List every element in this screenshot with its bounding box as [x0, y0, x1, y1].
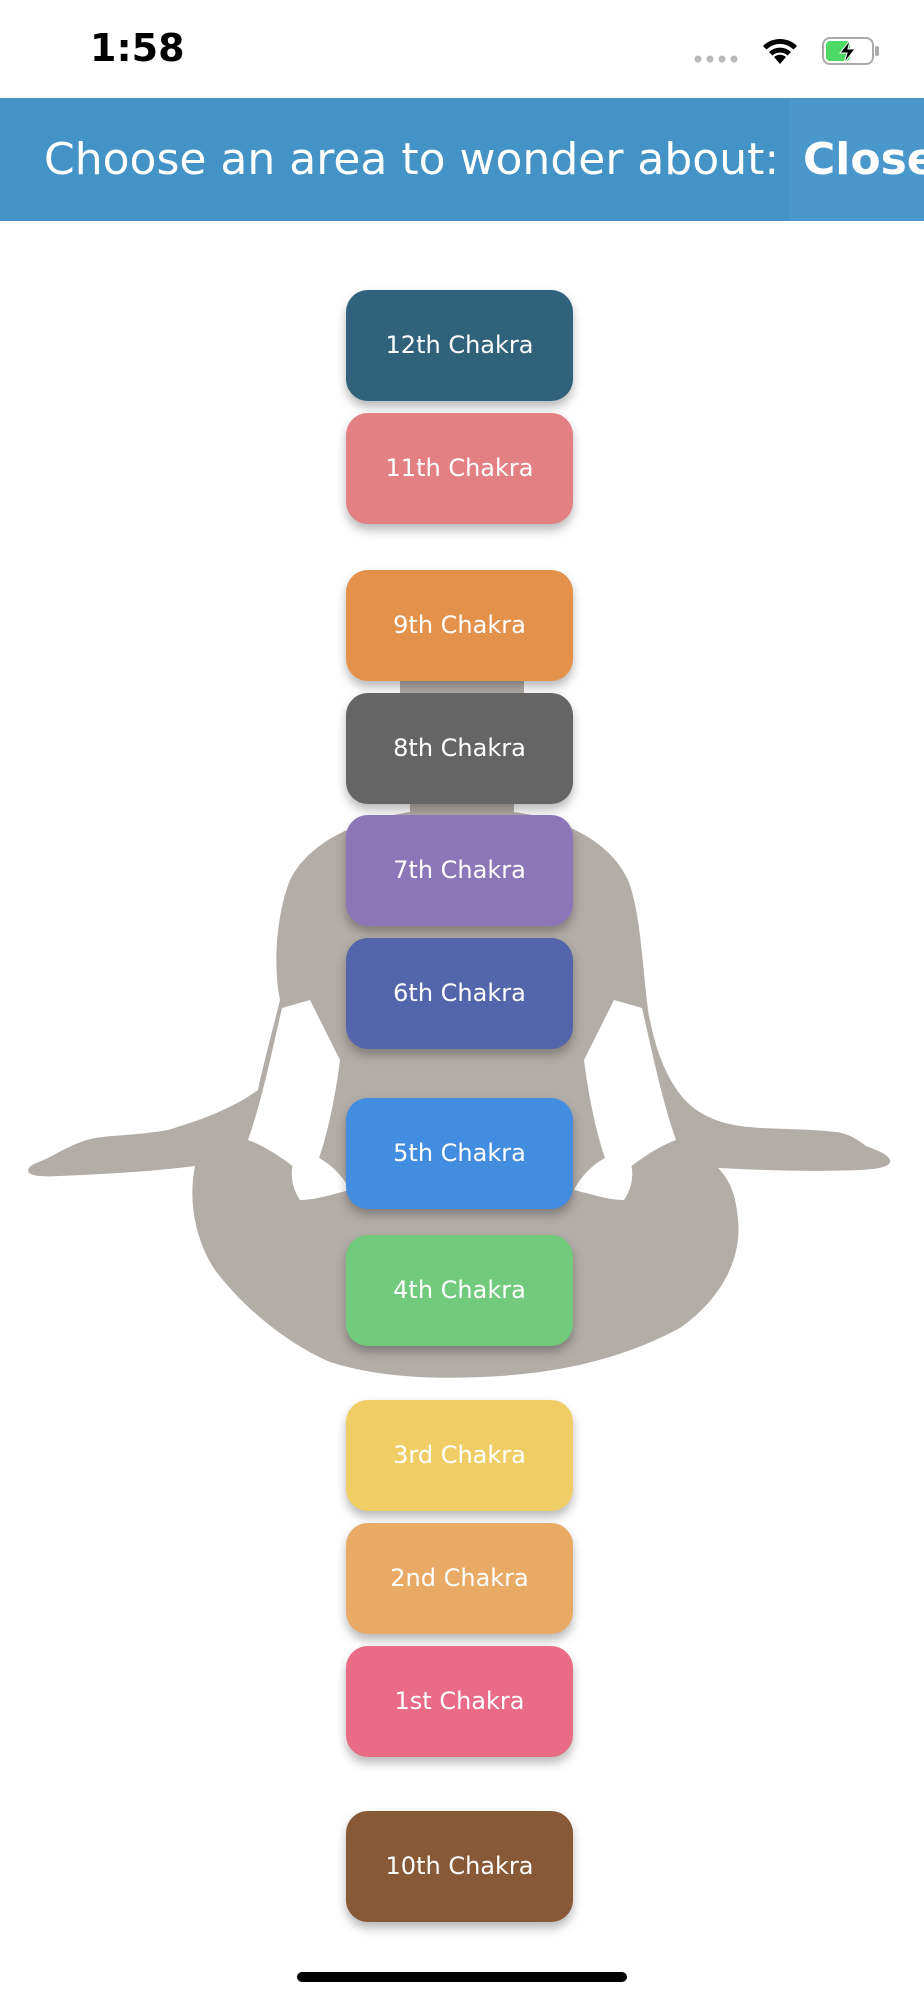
chakra-8-button[interactable]: 8th Chakra [346, 693, 573, 804]
close-button[interactable]: Close [789, 98, 924, 221]
chakra-1-button[interactable]: 1st Chakra [346, 1646, 573, 1757]
chakra-10-button[interactable]: 10th Chakra [346, 1811, 573, 1922]
wifi-icon [763, 38, 797, 64]
chakra-2-button[interactable]: 2nd Chakra [346, 1523, 573, 1634]
page-title: Choose an area to wonder about: [44, 134, 780, 185]
status-time: 1:58 [90, 26, 185, 70]
chakra-6-button[interactable]: 6th Chakra [346, 938, 573, 1049]
header-bar: Choose an area to wonder about: Close [0, 98, 924, 221]
status-bar: 1:58 [0, 0, 924, 98]
chakra-3-button[interactable]: 3rd Chakra [346, 1400, 573, 1511]
chakra-7-button[interactable]: 7th Chakra [346, 815, 573, 926]
home-indicator[interactable] [297, 1972, 627, 1982]
chakra-11-button[interactable]: 11th Chakra [346, 413, 573, 524]
chakra-9-button[interactable]: 9th Chakra [346, 570, 573, 681]
signal-icon [694, 55, 738, 63]
chakra-4-button[interactable]: 4th Chakra [346, 1235, 573, 1346]
battery-charging-icon [822, 37, 879, 65]
chakra-5-button[interactable]: 5th Chakra [346, 1098, 573, 1209]
chakra-12-button[interactable]: 12th Chakra [346, 290, 573, 401]
